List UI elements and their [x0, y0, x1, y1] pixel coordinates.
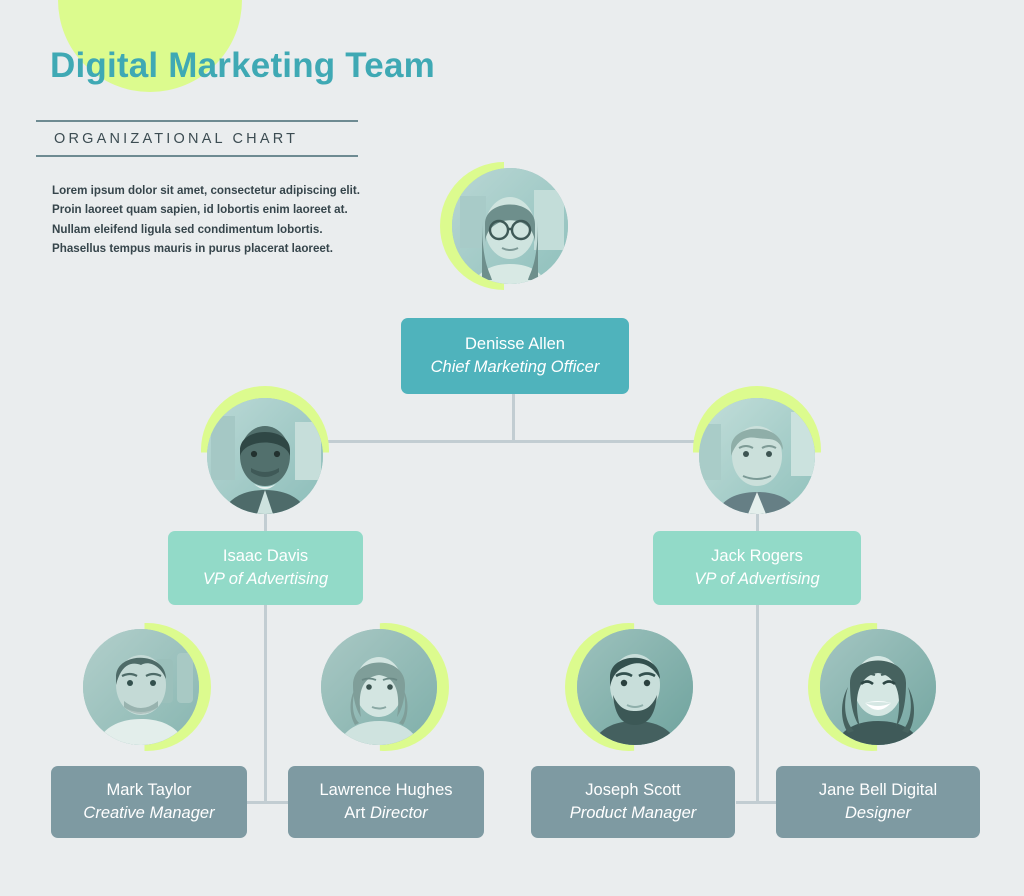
page-title: Digital Marketing Team: [50, 46, 435, 85]
avatar-photo-vp-right: [699, 398, 815, 514]
connector-level3-bus-left: [244, 801, 289, 804]
avatar-creative-manager: [83, 623, 211, 751]
connector-vp-right-down: [756, 603, 759, 803]
card-role-prefix: Art: [344, 804, 366, 822]
connector-level3-bus-right: [736, 801, 781, 804]
card-name: Denisse Allen: [465, 335, 565, 353]
intro-paragraph: Lorem ipsum dolor sit amet, consectetur …: [52, 184, 360, 256]
card-name: Isaac Davis: [222, 547, 309, 565]
avatar-photo-cmo: [452, 168, 568, 284]
avatar-vp-left: [201, 386, 329, 514]
card-art-director[interactable]: Lawrence Hughes Art Director: [288, 766, 484, 838]
connector-cmo-down: [512, 393, 515, 442]
avatar-photo-art-director: [321, 629, 437, 745]
connector-vp-left-avatar-card: [264, 505, 267, 533]
subtitle-label: ORGANIZATIONAL CHART: [54, 131, 299, 147]
connector-vp-bus: [265, 440, 759, 443]
card-vp-right[interactable]: Jack Rogers VP of Advertising: [653, 531, 861, 605]
card-role: Creative Manager: [83, 804, 215, 822]
card-name: Mark Taylor: [106, 781, 192, 799]
card-cmo[interactable]: Denisse Allen Chief Marketing Officer: [401, 318, 629, 394]
avatar-photo-product-manager: [577, 629, 693, 745]
card-name: Jack Rogers: [711, 547, 803, 565]
card-role: VP of Advertising: [694, 570, 820, 588]
card-role: Product Manager: [569, 804, 697, 822]
avatar-cmo: [440, 162, 568, 290]
card-product-manager[interactable]: Joseph Scott Product Manager: [531, 766, 735, 838]
subtitle-block: ORGANIZATIONAL CHART: [36, 120, 358, 157]
avatar-digital-designer: [808, 623, 936, 751]
card-creative-manager[interactable]: Mark Taylor Creative Manager: [51, 766, 247, 838]
rule-top: [36, 120, 358, 122]
card-name: Lawrence Hughes: [319, 781, 453, 799]
avatar-vp-right: [693, 386, 821, 514]
avatar-photo-creative-manager: [83, 629, 199, 745]
card-name: Joseph Scott: [585, 781, 681, 799]
connector-vp-left-down: [264, 603, 267, 803]
avatar-photo-digital-designer: [820, 629, 936, 745]
card-role: Chief Marketing Officer: [430, 358, 600, 376]
connector-vp-right-avatar-card: [756, 505, 759, 533]
card-vp-left[interactable]: Isaac Davis VP of Advertising: [168, 531, 363, 605]
card-role: VP of Advertising: [202, 570, 329, 588]
avatar-product-manager: [565, 623, 693, 751]
rule-bottom: [36, 155, 358, 157]
card-digital-designer[interactable]: Jane Bell Digital Designer: [776, 766, 980, 838]
card-name: Jane Bell Digital: [818, 781, 938, 799]
card-role-main: Director: [369, 804, 428, 822]
avatar-photo-vp-left: [207, 398, 323, 514]
card-role: Art Director: [344, 802, 427, 825]
card-role: Designer: [844, 804, 912, 822]
avatar-art-director: [321, 623, 449, 751]
